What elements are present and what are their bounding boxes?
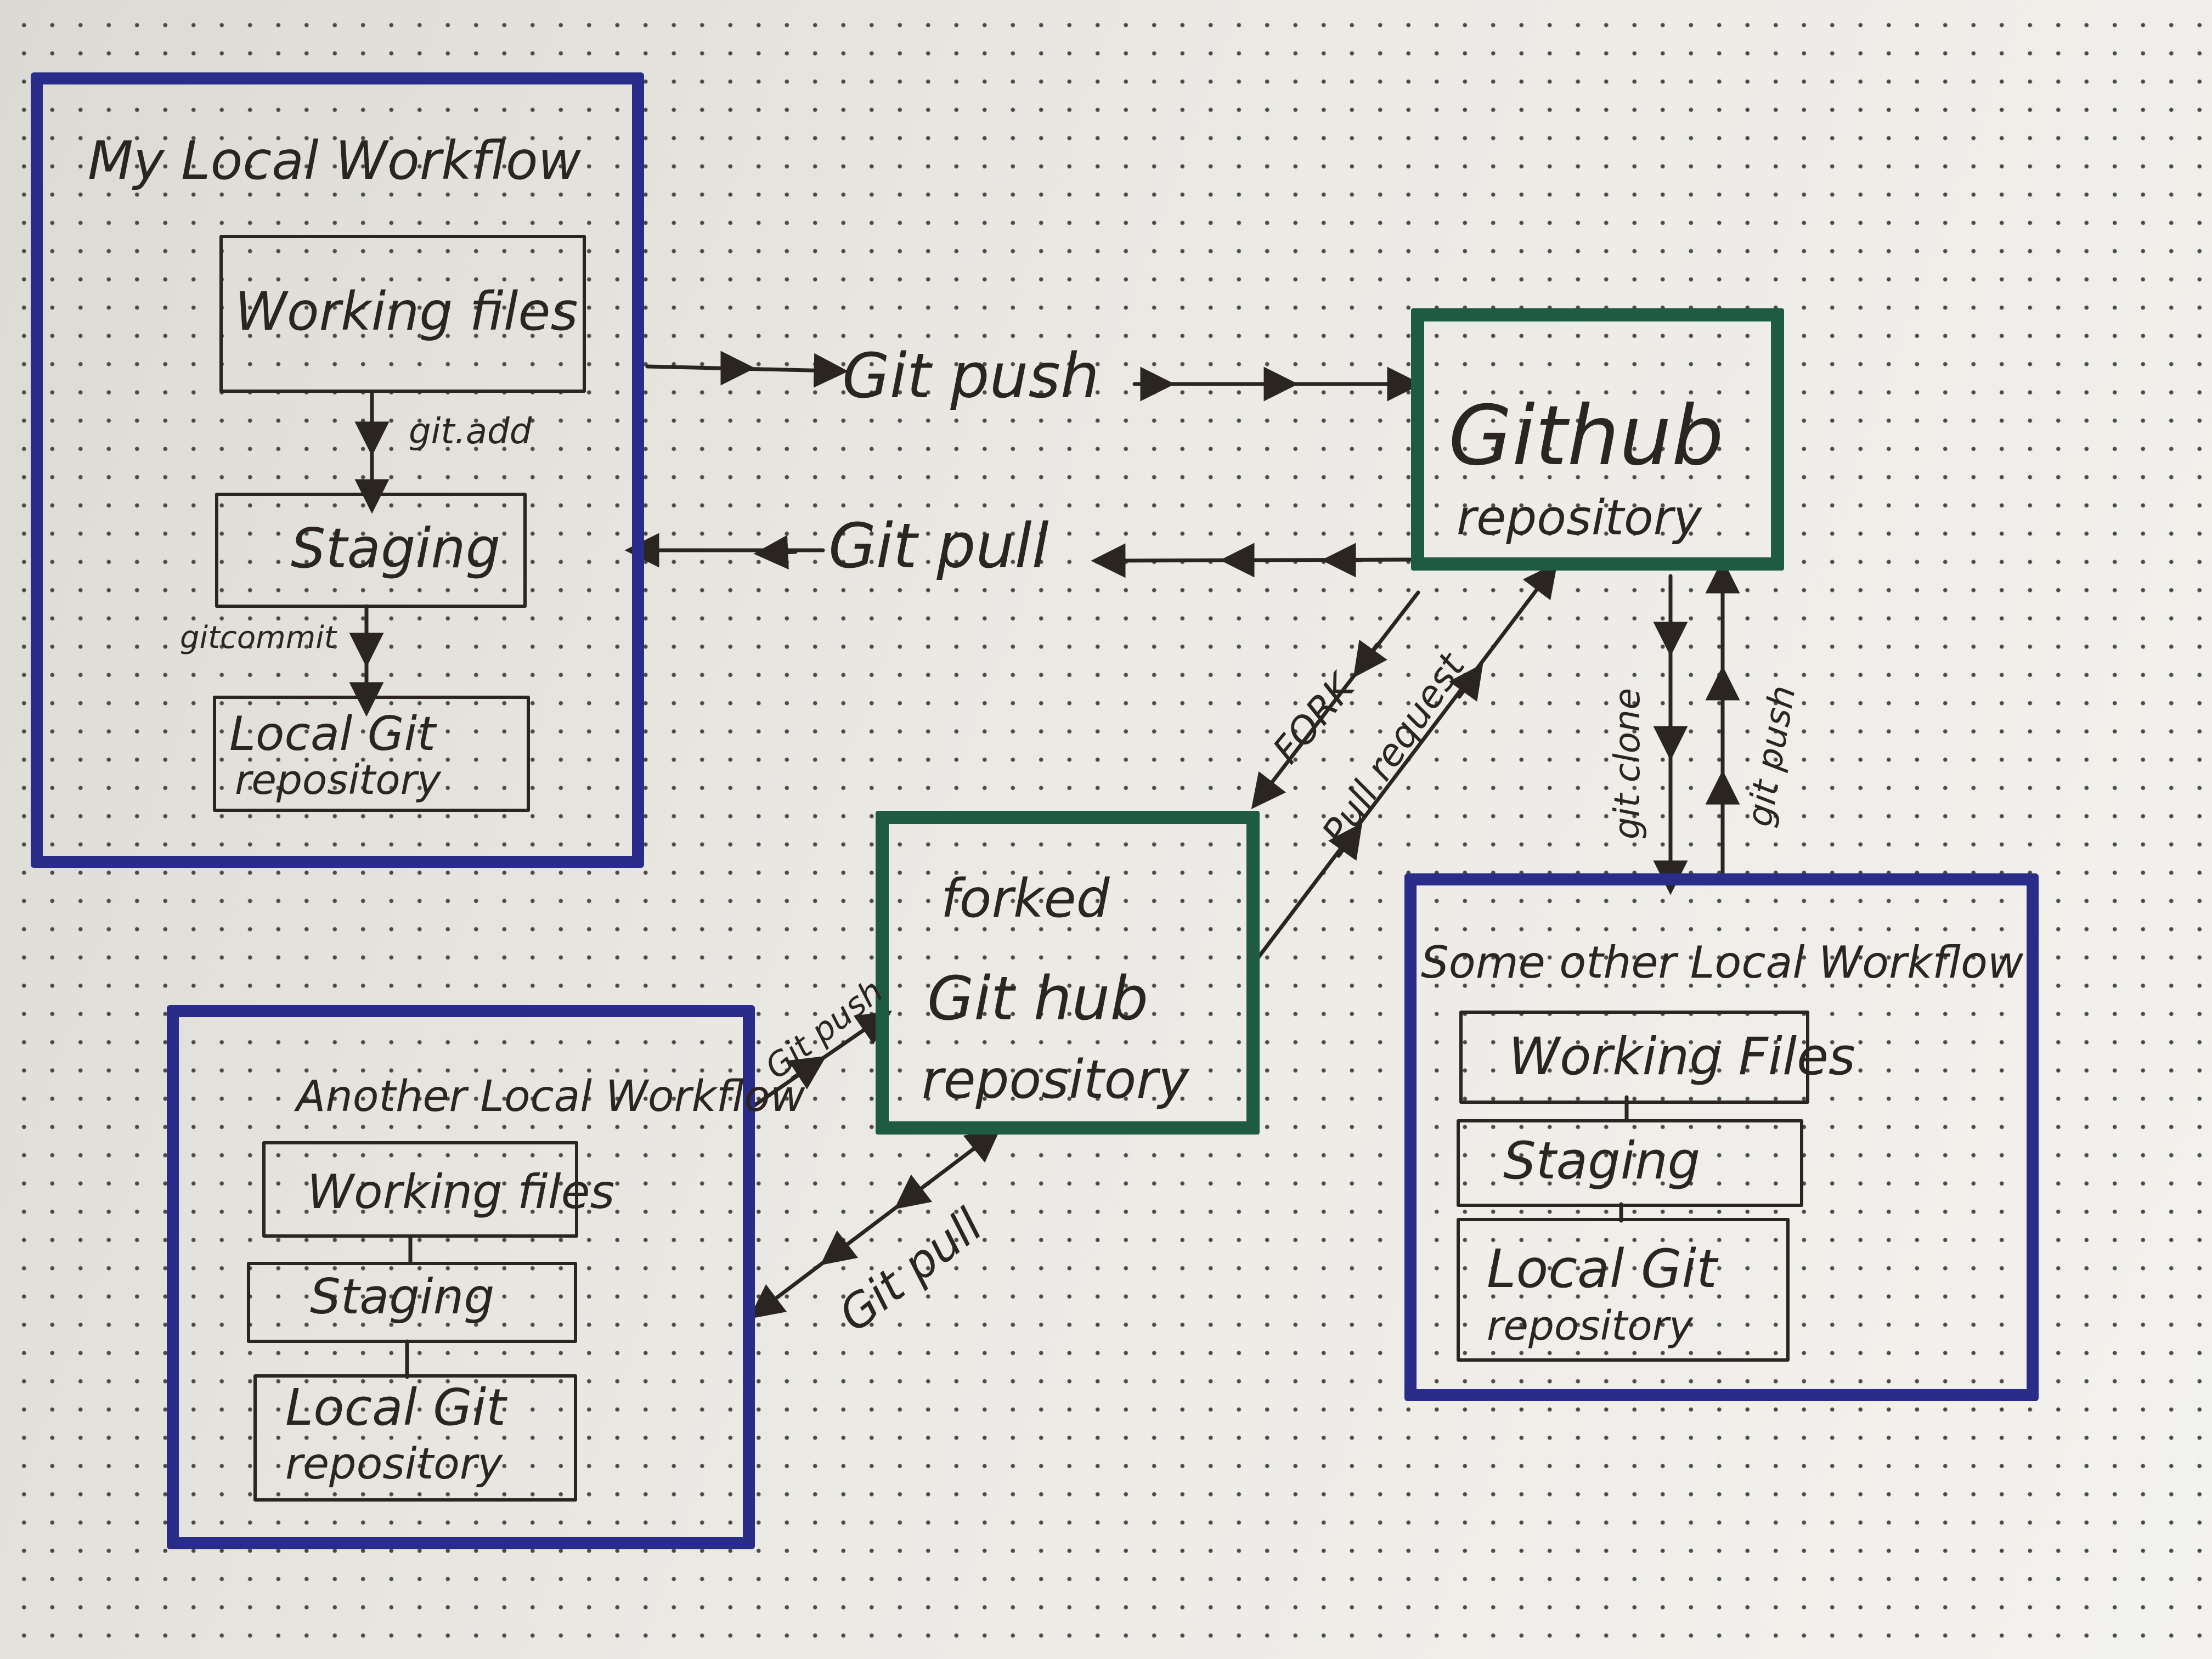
forked-label-line2: Git hub: [927, 963, 1149, 1034]
my-local-working-label: Working files: [235, 281, 578, 342]
another-staging-box: [247, 1262, 577, 1343]
github-label-line1: Github: [1448, 388, 1724, 484]
forked-label-line3: repository: [922, 1049, 1189, 1110]
forked-repository-box: [876, 811, 1260, 1135]
other-repo-box: [1457, 1218, 1790, 1362]
other-staging-box: [1457, 1119, 1803, 1207]
my-local-add-label: git.add: [409, 411, 532, 452]
pull-another-start-arrow: [963, 1127, 1001, 1163]
my-local-repo-label-1: Local Git: [229, 707, 436, 761]
other-working-box: [1459, 1011, 1809, 1104]
pull-request-line: [1254, 562, 1558, 962]
another-working-label: Working files: [307, 1165, 615, 1220]
another-repo-label-1: Local Git: [285, 1378, 506, 1437]
fork-line: [1251, 590, 1420, 809]
edge-git-push-main: Git push: [842, 341, 1099, 412]
push-another-mid-arrow: [788, 1056, 827, 1090]
other-repo-label-1: Local Git: [1487, 1238, 1717, 1300]
my-local-commit-label: gitcommit: [180, 620, 336, 656]
my-local-workflow-box: [31, 72, 644, 868]
another-local-workflow-box: [167, 1005, 755, 1549]
edge-git-pull-main: Git pull: [828, 511, 1049, 582]
another-repo-box: [253, 1374, 577, 1502]
pull-main-mid-arrow-3: [753, 535, 798, 570]
forked-label-line1: forked: [941, 868, 1110, 929]
another-staging-label: Staging: [310, 1268, 495, 1325]
my-local-staging-label: Staging: [291, 516, 501, 580]
edge-git-clone: git clone: [1607, 688, 1648, 839]
my-local-repo-label-2: repository: [235, 757, 441, 804]
other-staging-label: Staging: [1503, 1131, 1701, 1191]
other-local-title: Some other Local Workflow: [1421, 937, 2024, 988]
another-working-box: [262, 1141, 578, 1238]
pull-request-mid-arrow: [1328, 822, 1363, 861]
other-local-workflow-box: [1404, 873, 2039, 1401]
github-repository-box: [1411, 308, 1784, 571]
my-local-title: My Local Workflow: [88, 130, 582, 191]
my-local-repo-box: [213, 696, 530, 812]
my-local-staging-box: [215, 493, 527, 608]
another-local-title: Another Local Workflow: [296, 1072, 805, 1121]
other-working-label: Working Files: [1509, 1027, 1855, 1087]
pull-another-mid-arrow-2: [820, 1230, 859, 1266]
another-repo-label-2: repository: [285, 1440, 503, 1489]
other-repo-label-2: repository: [1487, 1302, 1693, 1350]
my-local-working-box: [219, 235, 586, 393]
pull-request-mid-arrow-2: [1449, 663, 1483, 702]
pull-another-mid-arrow: [894, 1174, 933, 1210]
fork-mid-arrow: [1353, 640, 1387, 678]
github-label-line2: repository: [1457, 489, 1702, 546]
pull-another-line: [748, 1136, 990, 1319]
